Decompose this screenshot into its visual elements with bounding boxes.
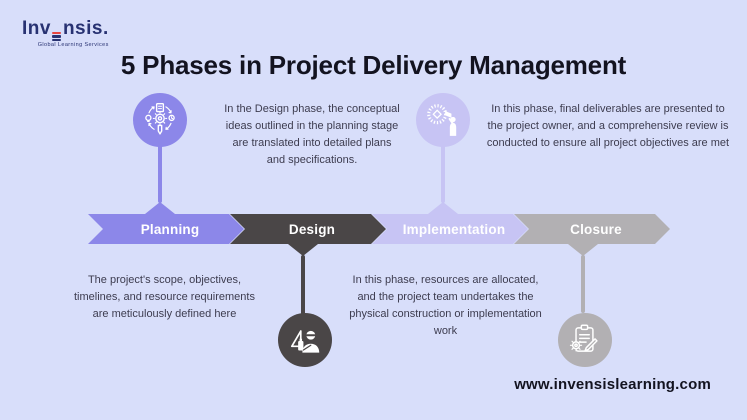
invensis-wordmark: Inv nsis. [22,18,109,42]
invensis-logo: Inv nsis. Global Learning Services [22,18,109,48]
closure-connector-line [581,255,585,313]
planning-description: The project's scope, objectives, timelin… [74,274,255,321]
phase-label: Closure [570,221,622,237]
announcement-icon [427,104,457,136]
phase-arrow-design: Design [230,214,386,244]
phase-arrow-implementation: Implementation [372,214,528,244]
implementation-connector-line [441,145,445,203]
planning-arrow-bump [145,202,175,214]
clipboard-review-icon [569,324,598,352]
logo-text-prefix: Inv [22,18,51,39]
planning-icon-circle [133,93,187,147]
phase-arrow-closure: Closure [514,214,670,244]
implementation-icon-circle [416,93,470,147]
implementation-arrow-bump [428,202,458,214]
implementation-description: In this phase, resources are allocated, … [349,274,542,338]
design-description: In the Design phase, the conceptual idea… [224,103,400,167]
logo-tagline: Global Learning Services [37,42,109,49]
website-link[interactable]: www.invensislearning.com [514,376,711,393]
planning-connector-line [158,145,162,203]
closure-arrow-bump [568,244,598,256]
planning-cycle-icon [145,102,175,135]
phase-arrow-planning: Planning [88,214,244,244]
logo-ebars-icon [52,28,62,42]
architect-icon [290,330,320,353]
phase-label: Design [288,221,336,237]
logo-text-suffix: nsis. [62,18,109,39]
phase-label: Implementation [402,221,506,237]
design-arrow-bump [288,244,318,256]
closure-description: In this phase, final deliverables are pr… [486,103,730,150]
page-title: 5 Phases in Project Delivery Management [120,50,627,80]
design-icon-circle [278,313,332,367]
closure-icon-circle [558,313,612,367]
phase-label: Planning [140,221,200,237]
design-connector-line [301,255,305,315]
